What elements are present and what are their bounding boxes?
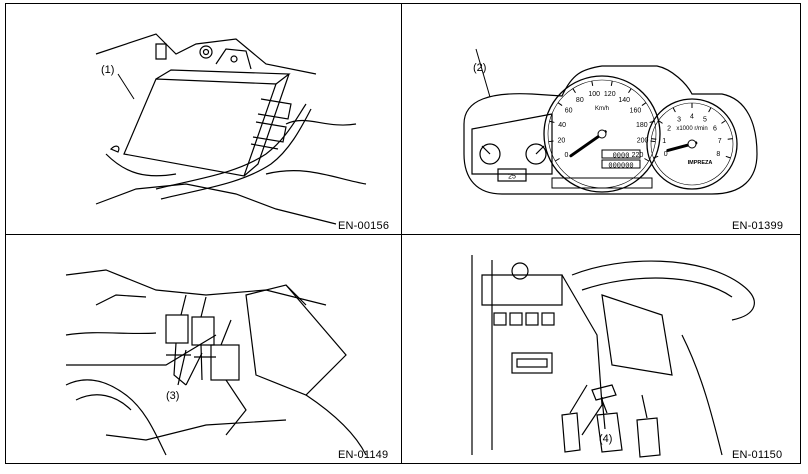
gauge-tick-label: 3 bbox=[677, 117, 681, 124]
gauge-hub bbox=[597, 129, 607, 139]
gauge-tick bbox=[708, 107, 712, 113]
gauge-tick-label: 5 bbox=[703, 117, 707, 124]
gauge-tick-label: 0 bbox=[664, 151, 668, 158]
gauge-tick-label: 140 bbox=[618, 97, 630, 104]
gauge-tick bbox=[554, 158, 560, 162]
gauge-tick bbox=[557, 102, 563, 106]
gauge-tick-label: 60 bbox=[565, 108, 573, 115]
figure-panel-connectors: (3) EN-01149 bbox=[6, 235, 402, 465]
gauge-rim bbox=[646, 98, 738, 190]
pedals-illustration bbox=[471, 255, 755, 458]
gauge-tick bbox=[549, 120, 555, 123]
gauge-tick-label: 1 bbox=[662, 138, 666, 145]
gauge-tick-label: 2 bbox=[667, 125, 671, 132]
gauge-tick bbox=[651, 138, 657, 140]
gauge-tick bbox=[641, 102, 647, 106]
gauge-unit-label: x1000 r/min bbox=[676, 126, 707, 132]
callout-label: (4) bbox=[599, 433, 613, 445]
gauge-tick-label: 200 bbox=[637, 137, 649, 144]
gauge-rim bbox=[543, 75, 661, 193]
gauge-tick bbox=[548, 140, 554, 143]
gauge-tick-label: 40 bbox=[558, 122, 566, 129]
figure-panel-pedals: (4) EN-01150 bbox=[402, 235, 798, 465]
figure-code: EN-01149 bbox=[338, 449, 389, 461]
gauge-tick-label: 220 bbox=[632, 152, 644, 159]
gauge-tick-label: 7 bbox=[718, 138, 722, 145]
brand-label: IMPREZA bbox=[688, 160, 713, 166]
callout-label: (3) bbox=[166, 390, 180, 402]
clock-display: 25 bbox=[508, 174, 516, 181]
gauge-tick-label: 4 bbox=[690, 114, 694, 121]
gauge-tick bbox=[572, 88, 576, 94]
gauge-tick bbox=[653, 155, 659, 159]
gauge-tick bbox=[721, 120, 726, 124]
gauge-hub bbox=[687, 139, 697, 149]
module-illustration bbox=[95, 33, 367, 225]
gauge-tick-label: 20 bbox=[558, 137, 566, 144]
callout-label: (2) bbox=[473, 62, 487, 74]
grid-divider-vertical bbox=[401, 3, 402, 464]
gauge-tick-label: 6 bbox=[713, 125, 717, 132]
grid-divider-horizontal bbox=[5, 234, 801, 235]
gauge-tick-label: 0 bbox=[565, 152, 569, 159]
figure-grid-border bbox=[5, 3, 801, 464]
gauge-unit-label: Km/h bbox=[595, 106, 609, 112]
gauge-tick-label: 160 bbox=[630, 108, 642, 115]
figure-code: EN-00156 bbox=[338, 220, 390, 232]
figure-panel-module: (1) EN-00156 bbox=[6, 4, 402, 234]
gauge-tick bbox=[610, 80, 613, 86]
figure-code: EN-01150 bbox=[732, 449, 783, 461]
gauge-tick-label: 180 bbox=[636, 122, 648, 129]
gauge-tick bbox=[628, 88, 632, 94]
gauge-tick bbox=[591, 80, 594, 86]
figure-code: EN-01399 bbox=[732, 220, 784, 232]
gauge-tick bbox=[644, 158, 650, 162]
gauge-tick-label: 8 bbox=[716, 151, 720, 158]
callout-label: (1) bbox=[101, 64, 115, 76]
gauge-tick bbox=[658, 120, 663, 124]
gauge-tick bbox=[672, 107, 676, 113]
odometer-display: 0000 bbox=[613, 153, 630, 161]
gauge-tick-label: 100 bbox=[588, 91, 600, 98]
gauge-tick bbox=[727, 138, 733, 140]
trip-display: 000000 bbox=[608, 163, 633, 171]
connectors-illustration bbox=[65, 269, 367, 456]
gauge-tick-label: 120 bbox=[604, 91, 616, 98]
gauge-tick bbox=[725, 155, 731, 159]
gauge-tick-label: 80 bbox=[576, 97, 584, 104]
